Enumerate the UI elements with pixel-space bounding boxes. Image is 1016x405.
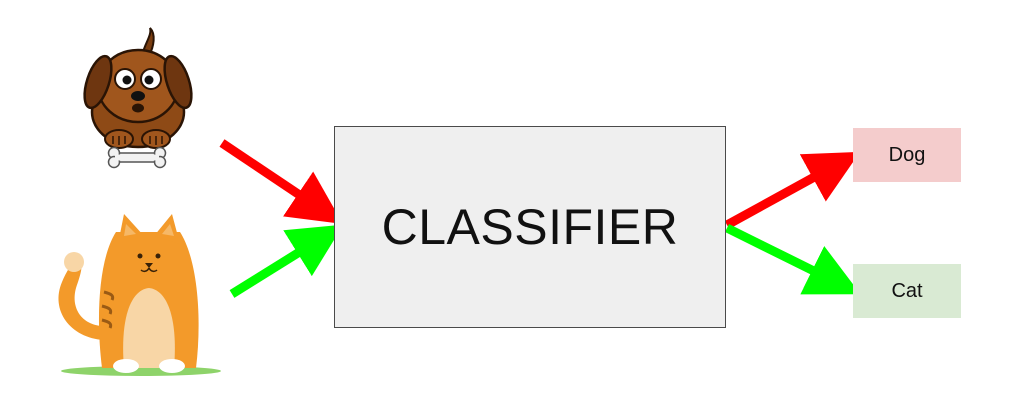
output-cat-label: Cat [853, 264, 961, 318]
dog-icon [83, 27, 193, 149]
dog-input-arrow [219, 139, 343, 225]
cat-input-arrow [229, 224, 344, 298]
dog-output-arrow [724, 151, 861, 229]
classifier-box: CLASSIFIER [334, 126, 726, 328]
bone-icon [107, 146, 167, 169]
cat-output-arrow [725, 223, 861, 295]
cat-icon [58, 214, 221, 376]
output-dog-label: Dog [853, 128, 961, 182]
